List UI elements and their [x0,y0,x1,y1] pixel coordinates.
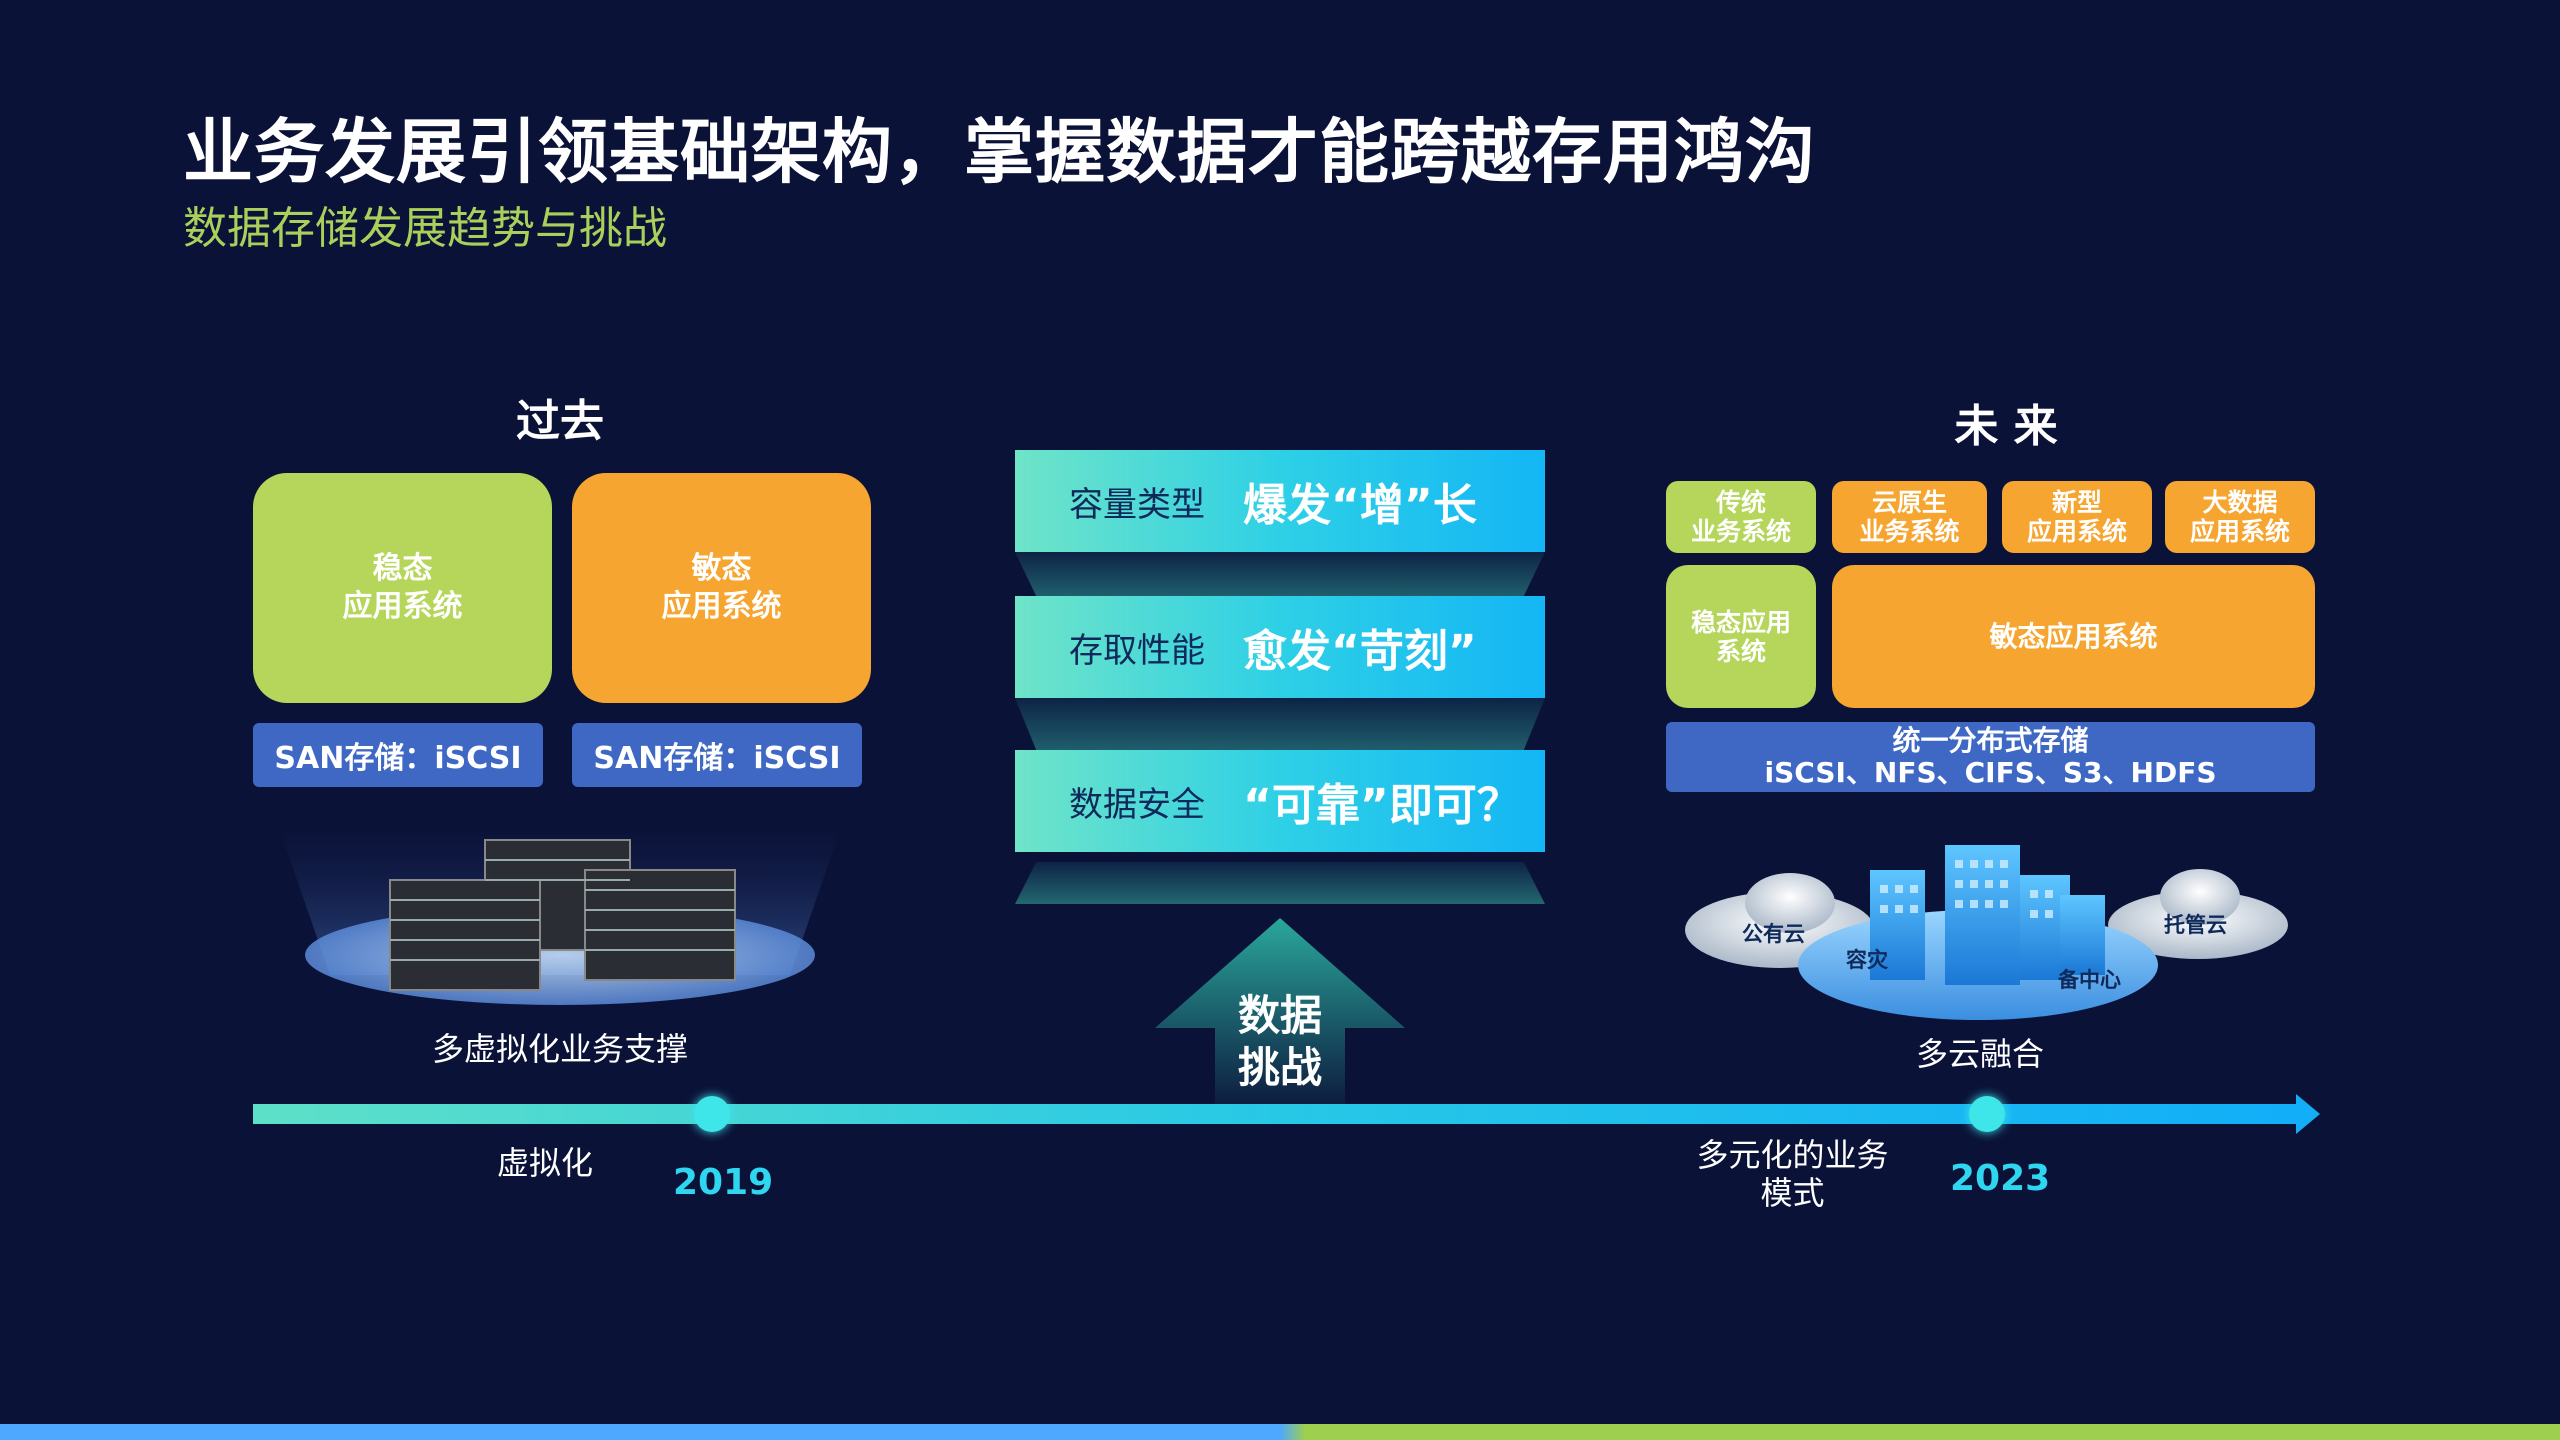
challenge-capacity-value: 爆发“增”长 [1243,480,1477,531]
future-storage-protocols: iSCSI、NFS、CIFS、S3、HDFS [1764,756,2217,789]
past-stable-app-box: 稳态 应用系统 [253,473,552,703]
timeline-dot-2019 [694,1096,730,1132]
server-cloud-illustration [278,825,842,1005]
cloud-label-public: 公有云 [1742,922,1805,946]
data-challenge-label: 数据 挑战 [1237,991,1322,1092]
page-title: 业务发展引领基础架构，掌握数据才能跨越存用鸿沟 [183,111,1816,193]
future-storage-title: 统一分布式存储 [1892,724,2089,757]
past-caption: 多虚拟化业务支撑 [431,1030,688,1068]
challenge-capacity: 容量类型 爆发“增”长 [1015,450,1545,552]
challenge-divider-3 [1015,862,1545,904]
challenge-security-label: 数据安全 [1069,784,1205,825]
challenge-performance-label: 存取性能 [1069,630,1205,671]
timeline-dot-2023 [1969,1096,2005,1132]
challenge-divider-2 [1015,698,1545,750]
future-new-app-box: 新型 应用系统 [2002,481,2152,553]
future-unified-storage: 统一分布式存储 iSCSI、NFS、CIFS、S3、HDFS [1666,722,2315,792]
future-caption: 多云融合 [1915,1035,2044,1073]
cloud-label-hosted: 托管云 [2164,913,2227,937]
future-bigdata-box: 大数据 应用系统 [2165,481,2315,553]
future-agile-app-box: 敏态应用系统 [1832,565,2315,708]
timeline-year-2019: 2019 [673,1162,774,1203]
timeline-arrowhead-icon [2296,1094,2320,1134]
bottom-accent-strip [0,1424,2560,1440]
challenge-capacity-label: 容量类型 [1069,484,1205,525]
timeline-bar [253,1104,2298,1124]
up-arrow-icon [1155,918,1405,1118]
challenge-security-value: “可靠”即可？ [1243,780,1521,831]
past-heading: 过去 [516,396,604,447]
timeline-left-label: 虚拟化 [496,1144,593,1182]
challenge-divider-1 [1015,552,1545,596]
past-san-storage-2: SAN存储：iSCSI [572,723,862,787]
past-san-storage-1: SAN存储：iSCSI [253,723,543,787]
challenge-performance: 存取性能 愈发“苛刻” [1015,596,1545,698]
multi-cloud-illustration [1685,845,2288,1020]
timeline-year-2023: 2023 [1950,1158,2051,1199]
future-traditional-box: 传统 业务系统 [1666,481,1816,553]
future-cloud-native-box: 云原生 业务系统 [1832,481,1987,553]
future-stable-app-box: 稳态应用 系统 [1666,565,1816,708]
timeline-right-label: 多元化的业务 模式 [1696,1136,1889,1212]
challenge-security: 数据安全 “可靠”即可？ [1015,750,1545,852]
cloud-label-backup: 备中心 [2058,968,2121,992]
future-heading: 未 来 [1954,401,2058,452]
page-subtitle: 数据存储发展趋势与挑战 [183,203,667,254]
challenge-performance-value: 愈发“苛刻” [1243,626,1477,677]
cloud-label-dr: 容灾 [1846,948,1888,972]
past-agile-app-box: 敏态 应用系统 [572,473,871,703]
